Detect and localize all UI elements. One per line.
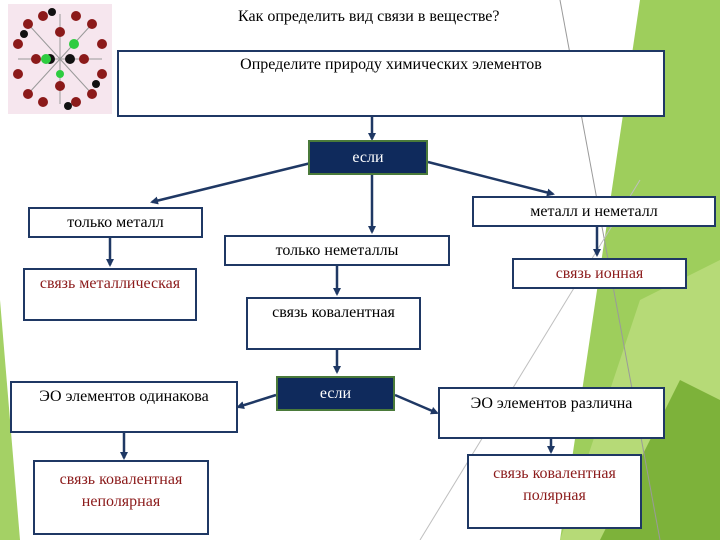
node-covalent-polar-line-2: полярная: [523, 487, 586, 504]
node-covalent-polar-line-1: связь ковалентная: [493, 465, 616, 482]
node-if-1: если: [308, 140, 428, 175]
node-only-metal: только металл: [28, 207, 203, 238]
node-if-2-label: если: [319, 385, 352, 402]
node-bond-ionic-label: связь ионная: [555, 265, 644, 282]
arrow-if1-to-only-metal: [150, 160, 316, 205]
node-bond-covalent: связь ковалентная: [246, 297, 421, 350]
node-if-2: если: [276, 376, 395, 411]
node-only-metal-label: только металл: [67, 214, 164, 231]
node-eo-same: ЭО элементов одинакова: [10, 381, 238, 433]
node-only-nonmetals: только неметаллы: [224, 235, 450, 266]
node-bond-metallic: связь металлическая: [23, 268, 197, 321]
arrow-if2-to-eo-same: [236, 393, 277, 410]
node-covalent-polar: связь ковалентная полярная: [467, 454, 642, 529]
node-eo-diff-label: ЭО элементов различна: [470, 395, 633, 412]
node-root: Определите природу химических элементов: [117, 50, 665, 117]
node-eo-diff: ЭО элементов различна: [438, 387, 665, 439]
node-if-1-label: если: [352, 149, 384, 166]
node-metal-nonmetal-label: металл и неметалл: [530, 203, 658, 220]
node-bond-ionic: связь ионная: [512, 258, 687, 289]
arrow-if2-to-eo-diff: [394, 393, 439, 415]
molecule-image: [8, 4, 112, 114]
arrow-if1-to-metal-nonmetal: [427, 160, 555, 197]
node-only-nonmetals-label: только неметаллы: [275, 242, 399, 259]
diagram-title: Как определить вид связи в веществе?: [238, 8, 500, 25]
node-root-label: Определите природу химических элементов: [240, 56, 542, 73]
node-bond-metallic-label: связь металлическая: [39, 275, 181, 292]
node-covalent-nonpolar-line-1: связь ковалентная: [59, 471, 183, 488]
node-metal-nonmetal: металл и неметалл: [472, 196, 716, 227]
node-eo-same-label: ЭО элементов одинакова: [39, 388, 209, 405]
node-covalent-nonpolar-line-2: неполярная: [81, 493, 161, 510]
node-covalent-nonpolar: связь ковалентная неполярная: [33, 460, 209, 535]
node-bond-covalent-label: связь ковалентная: [272, 304, 395, 321]
